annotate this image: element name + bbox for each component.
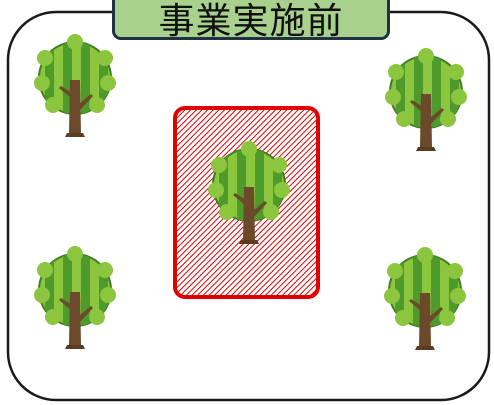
title-label: 事業実施前 — [158, 1, 344, 42]
title-box: 事業実施前 — [112, 0, 390, 42]
tree-bottom-left — [34, 246, 116, 349]
tree-top-left — [34, 34, 116, 137]
tree-top-right — [385, 48, 467, 151]
tree-bottom-right — [384, 247, 466, 350]
